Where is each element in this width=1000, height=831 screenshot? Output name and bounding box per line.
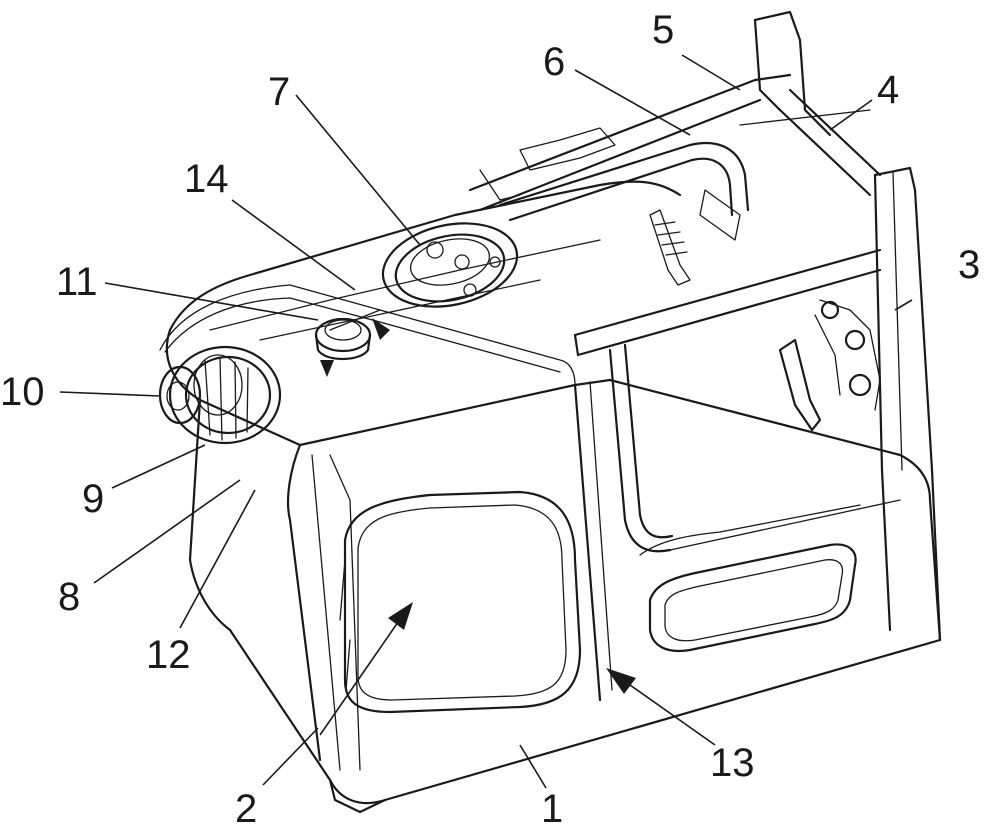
- arrowheads: [320, 318, 636, 694]
- vent-cap: [314, 317, 372, 361]
- callout-7: 7: [268, 70, 290, 114]
- callout-4: 4: [877, 68, 899, 112]
- leaders: [59, 54, 913, 789]
- arrowhead-front: [388, 602, 413, 630]
- sender-unit: [381, 222, 519, 308]
- arrowhead-11: [320, 360, 334, 377]
- tank-body: [165, 180, 942, 814]
- callout-9: 9: [82, 477, 104, 521]
- arrowhead-14: [372, 318, 390, 340]
- callout-8: 8: [58, 575, 80, 619]
- valve-cluster: [649, 209, 881, 432]
- arrowhead-13: [606, 668, 636, 694]
- callout-2: 2: [235, 787, 257, 831]
- callout-14: 14: [184, 157, 229, 201]
- callout-10: 10: [0, 370, 45, 414]
- callout-12: 12: [146, 633, 191, 677]
- callout-6: 6: [543, 40, 565, 84]
- pipes: [159, 284, 576, 386]
- callout-1: 1: [541, 787, 563, 831]
- callouts: 1 2 3 4 5 6 7 8 9 10 11 12 13 14: [0, 8, 980, 831]
- callout-5: 5: [652, 8, 674, 52]
- side-recess: [639, 504, 861, 653]
- filler-neck: [158, 345, 282, 445]
- callout-13: 13: [710, 741, 755, 785]
- callout-3: 3: [958, 243, 980, 287]
- front-recess: [339, 490, 582, 714]
- frame: [468, 10, 942, 642]
- callout-11: 11: [56, 260, 98, 304]
